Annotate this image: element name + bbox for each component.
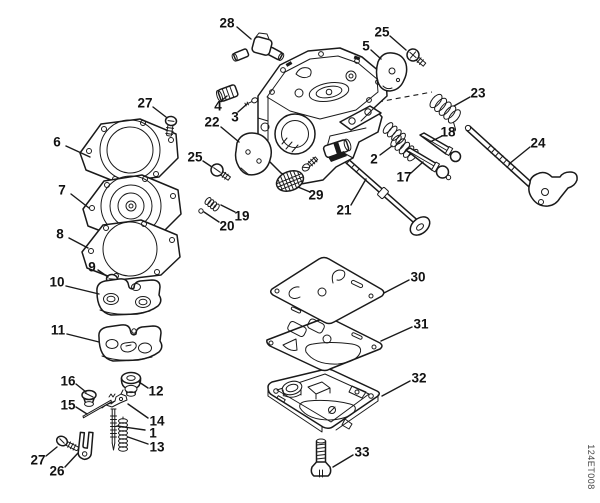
part-drawing-21-shaft (334, 149, 431, 236)
part-callout-12: 12 (148, 383, 164, 399)
part-callout-2: 2 (370, 151, 378, 167)
part-callout-33: 33 (354, 444, 370, 460)
part-drawing-6-cover (79, 118, 179, 183)
part-drawing-10-plate (96, 278, 162, 316)
part-drawing-27-screw-bottom (55, 435, 79, 451)
part-callout-29: 29 (308, 187, 324, 203)
part-drawing-11-plate (98, 324, 163, 362)
part-drawing-4-plug (215, 84, 239, 103)
part-callout-3: 3 (231, 109, 239, 125)
part-callout-8: 8 (56, 226, 64, 242)
part-drawing-14-lever (101, 389, 128, 409)
part-callout-17: 17 (396, 169, 412, 185)
part-drawing-20-ball (198, 208, 204, 214)
part-callout-27: 27 (137, 95, 153, 111)
part-callout-30: 30 (410, 269, 426, 285)
callout-leader-lines (45, 26, 531, 468)
part-drawing-29-screen (275, 169, 305, 193)
assembly-axis-dashed-line (377, 91, 433, 103)
part-callout-21: 21 (336, 202, 352, 218)
part-drawing-1-needle (110, 408, 117, 451)
part-drawing-23-spring (429, 93, 461, 132)
part-callout-4: 4 (214, 98, 222, 114)
part-callout-22: 22 (204, 114, 220, 130)
part-drawing-31-gasket (266, 316, 383, 372)
part-drawing-13-spring (118, 416, 128, 452)
part-drawing-19-spring (204, 197, 220, 212)
part-callout-7: 7 (58, 182, 66, 198)
part-callout-25: 25 (374, 24, 390, 40)
part-drawing-26-fork (77, 431, 94, 461)
part-callout-31: 31 (413, 316, 429, 332)
part-callout-6: 6 (53, 134, 61, 150)
part-drawing-5-disc (375, 52, 408, 92)
part-callout-15: 15 (60, 397, 76, 413)
part-drawing-17-needle (405, 147, 452, 181)
part-callout-1: 1 (149, 425, 157, 441)
part-drawing-30-diaphragm (269, 256, 385, 325)
part-drawing-carburetor-body (257, 47, 388, 185)
part-drawing-8-gasket (81, 219, 181, 281)
part-callout-16: 16 (60, 373, 76, 389)
part-callout-24: 24 (530, 135, 546, 151)
part-drawing-32-pump-cover (267, 368, 381, 433)
figure-code: 124ET008 (586, 444, 596, 490)
part-drawing-15-rod (82, 399, 112, 419)
part-drawing-2-springs (382, 122, 419, 162)
part-callout-11: 11 (50, 322, 66, 338)
part-drawing-25-screw-left (210, 163, 231, 181)
part-callout-5: 5 (362, 38, 370, 54)
part-drawing-18-needle (419, 132, 462, 163)
part-drawing-22-disc (234, 132, 273, 176)
part-drawing-27-screw-top (164, 115, 178, 137)
part-callout-28: 28 (219, 15, 235, 31)
part-drawing-12-grommet (120, 371, 142, 397)
part-callout-23: 23 (470, 85, 486, 101)
part-drawing-25-screw-top (406, 48, 427, 67)
part-callout-27: 27 (30, 452, 46, 468)
part-drawing-33-screw (310, 438, 332, 478)
part-callout-14: 14 (149, 413, 165, 429)
part-callout-20: 20 (219, 218, 235, 234)
part-drawing-28-elbow (231, 32, 285, 62)
part-callout-25: 25 (187, 149, 203, 165)
part-callout-10: 10 (49, 274, 65, 290)
part-callout-18: 18 (440, 124, 456, 140)
part-callout-9: 9 (88, 259, 96, 275)
part-callout-19: 19 (234, 208, 250, 224)
part-drawing-24-shaft-lever (464, 124, 578, 207)
part-callout-13: 13 (149, 439, 165, 455)
part-drawing-16-plug (81, 389, 97, 407)
part-callout-26: 26 (49, 463, 65, 479)
part-callout-32: 32 (411, 370, 427, 386)
